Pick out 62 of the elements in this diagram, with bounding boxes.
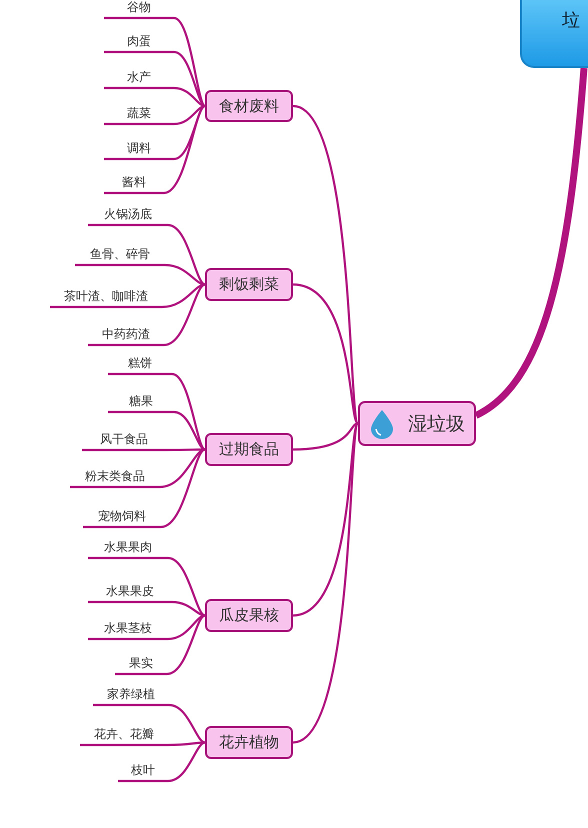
topic-text: 过期食品 (219, 440, 279, 459)
leaf-topic-label: 酱料 (104, 174, 164, 195)
branch-line (93, 704, 206, 744)
branch-line (104, 16, 206, 107)
leaf-topic-label: 糕饼 (108, 355, 172, 376)
leaf-topic-label: 花卉、花瓣 (80, 726, 168, 747)
main-topic-box (358, 401, 476, 446)
branch-line (118, 741, 206, 782)
leaf-topic-label: 中药药渣 (88, 326, 164, 347)
branch-line (88, 600, 206, 617)
leaf-topic-label: 枝叶 (118, 762, 168, 783)
leaf-topic-label: 谷物 (104, 0, 174, 20)
topic-text: 垃 (562, 9, 580, 32)
leaf-topic-label: 宠物饲料 (83, 508, 161, 529)
leaf-topic-label: 茶叶渣、咖啡渣 (50, 288, 162, 309)
branch-line (104, 105, 206, 194)
subtopic-box (205, 726, 293, 759)
branch-line (474, 68, 588, 418)
leaf-topic-label: 水果果肉 (88, 539, 168, 560)
leaf-topic-label: 火锅汤底 (88, 206, 168, 227)
branch-line (70, 448, 206, 488)
branch-line (88, 614, 206, 640)
branch-line (88, 224, 206, 286)
branch-line (292, 105, 360, 424)
topic-text: 剩饭剩菜 (219, 275, 279, 294)
branch-line (292, 423, 360, 744)
leaf-topic-label: 水果茎枝 (88, 620, 168, 641)
branch-line (75, 264, 206, 286)
subtopic-box (205, 599, 293, 632)
branch-line (104, 104, 206, 126)
topic-box (520, 0, 588, 68)
subtopic-box (205, 433, 293, 466)
subtopic-box (205, 90, 293, 122)
leaf-topic-label: 水果果皮 (88, 583, 172, 604)
leaf-topic-label: 家养绿植 (93, 686, 169, 707)
branch-line (83, 448, 206, 528)
leaf-topic-label: 风干食品 (82, 431, 166, 452)
leaf-topic-label: 肉蛋 (104, 33, 174, 54)
topic-text: 湿垃圾 (408, 412, 465, 436)
leaf-topic-label: 水产 (104, 69, 174, 90)
topic-text: 花卉植物 (219, 733, 279, 752)
subtopic-box (205, 268, 293, 301)
branch-line (292, 283, 359, 424)
leaf-topic-label: 调料 (104, 140, 174, 161)
branch-line (292, 422, 359, 617)
branch-line (82, 448, 205, 452)
branch-line (115, 614, 206, 676)
branch-line (108, 372, 206, 450)
branch-line (88, 284, 206, 346)
branch-line (104, 50, 206, 107)
branch-line (292, 422, 358, 451)
topic-text: 瓜皮果核 (219, 606, 279, 625)
topic-text: 食材废料 (219, 96, 279, 116)
branch-line (80, 741, 206, 746)
branch-line (50, 283, 206, 308)
branch-line (88, 556, 206, 616)
leaf-topic-label: 糖果 (108, 393, 174, 414)
leaf-topic-label: 果实 (115, 655, 167, 676)
leaf-topic-label: 粉末类食品 (70, 468, 160, 489)
leaf-topic-label: 蔬菜 (104, 105, 174, 126)
leaf-topic-label: 鱼骨、碎骨 (75, 246, 165, 267)
branch-line (104, 86, 206, 108)
